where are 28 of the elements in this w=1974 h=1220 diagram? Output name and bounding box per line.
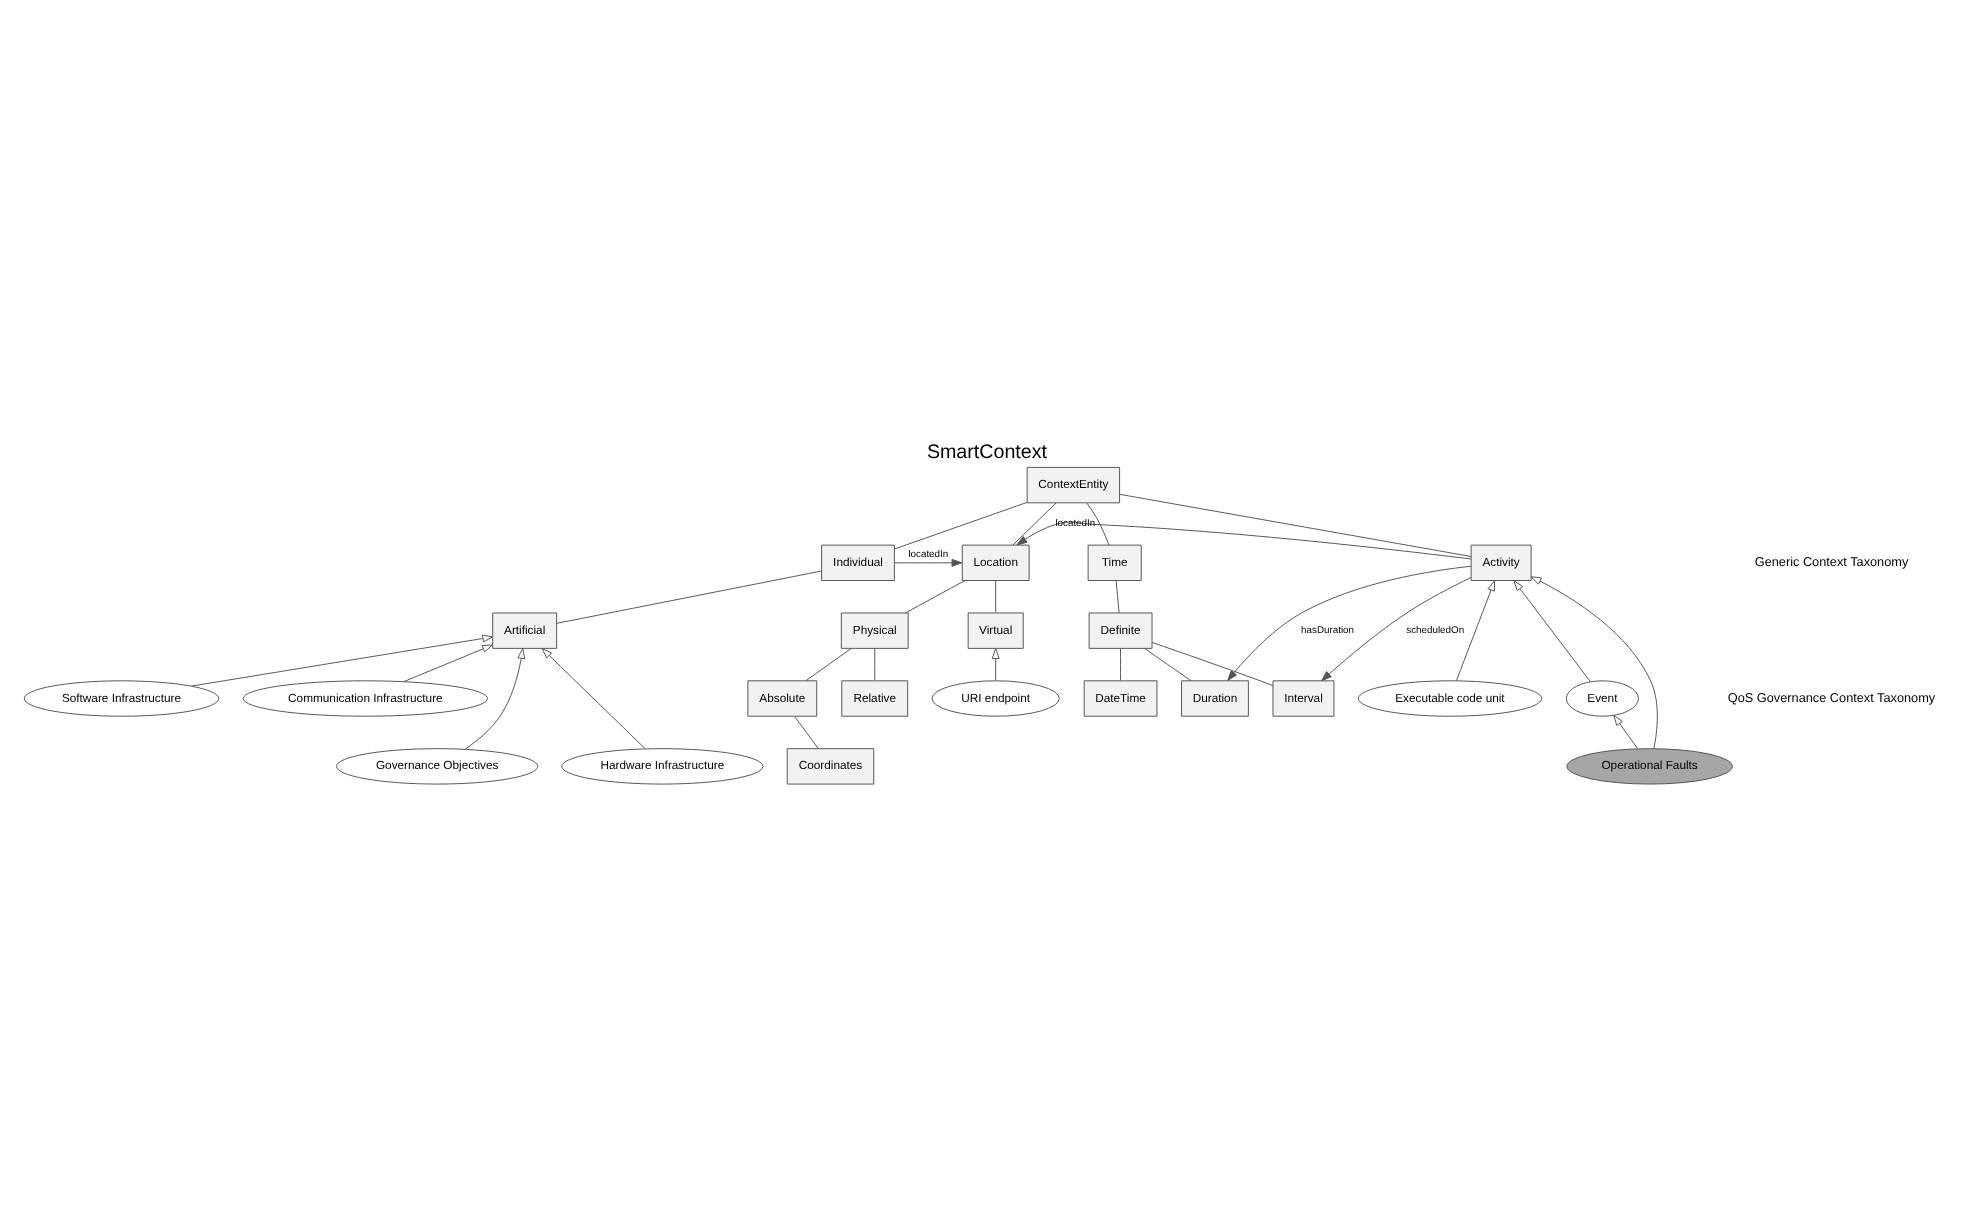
arrow [1513, 579, 1591, 682]
arrow [1227, 564, 1472, 680]
arrow [991, 647, 1000, 680]
arrow [1016, 520, 1472, 559]
connector [1086, 501, 1110, 545]
connector [1151, 641, 1274, 686]
arrow [1321, 576, 1472, 681]
connector [1012, 501, 1057, 545]
connector [794, 714, 819, 748]
arrow [464, 647, 526, 749]
connector [995, 579, 997, 613]
arrow [894, 557, 963, 566]
connector [905, 579, 966, 613]
arrow [1613, 713, 1639, 749]
connector [874, 647, 876, 680]
connector [1120, 647, 1122, 680]
arrow [541, 647, 646, 749]
arrow [403, 643, 493, 682]
connector [893, 500, 1028, 549]
arrow [1530, 575, 1658, 749]
arrow [1455, 579, 1496, 681]
connector [805, 647, 852, 681]
connector [1115, 579, 1120, 613]
connector [556, 569, 822, 623]
connector [1144, 646, 1192, 681]
arrow [190, 633, 494, 686]
connector [1119, 492, 1472, 556]
diagram-title: SmartContext [926, 440, 1048, 463]
